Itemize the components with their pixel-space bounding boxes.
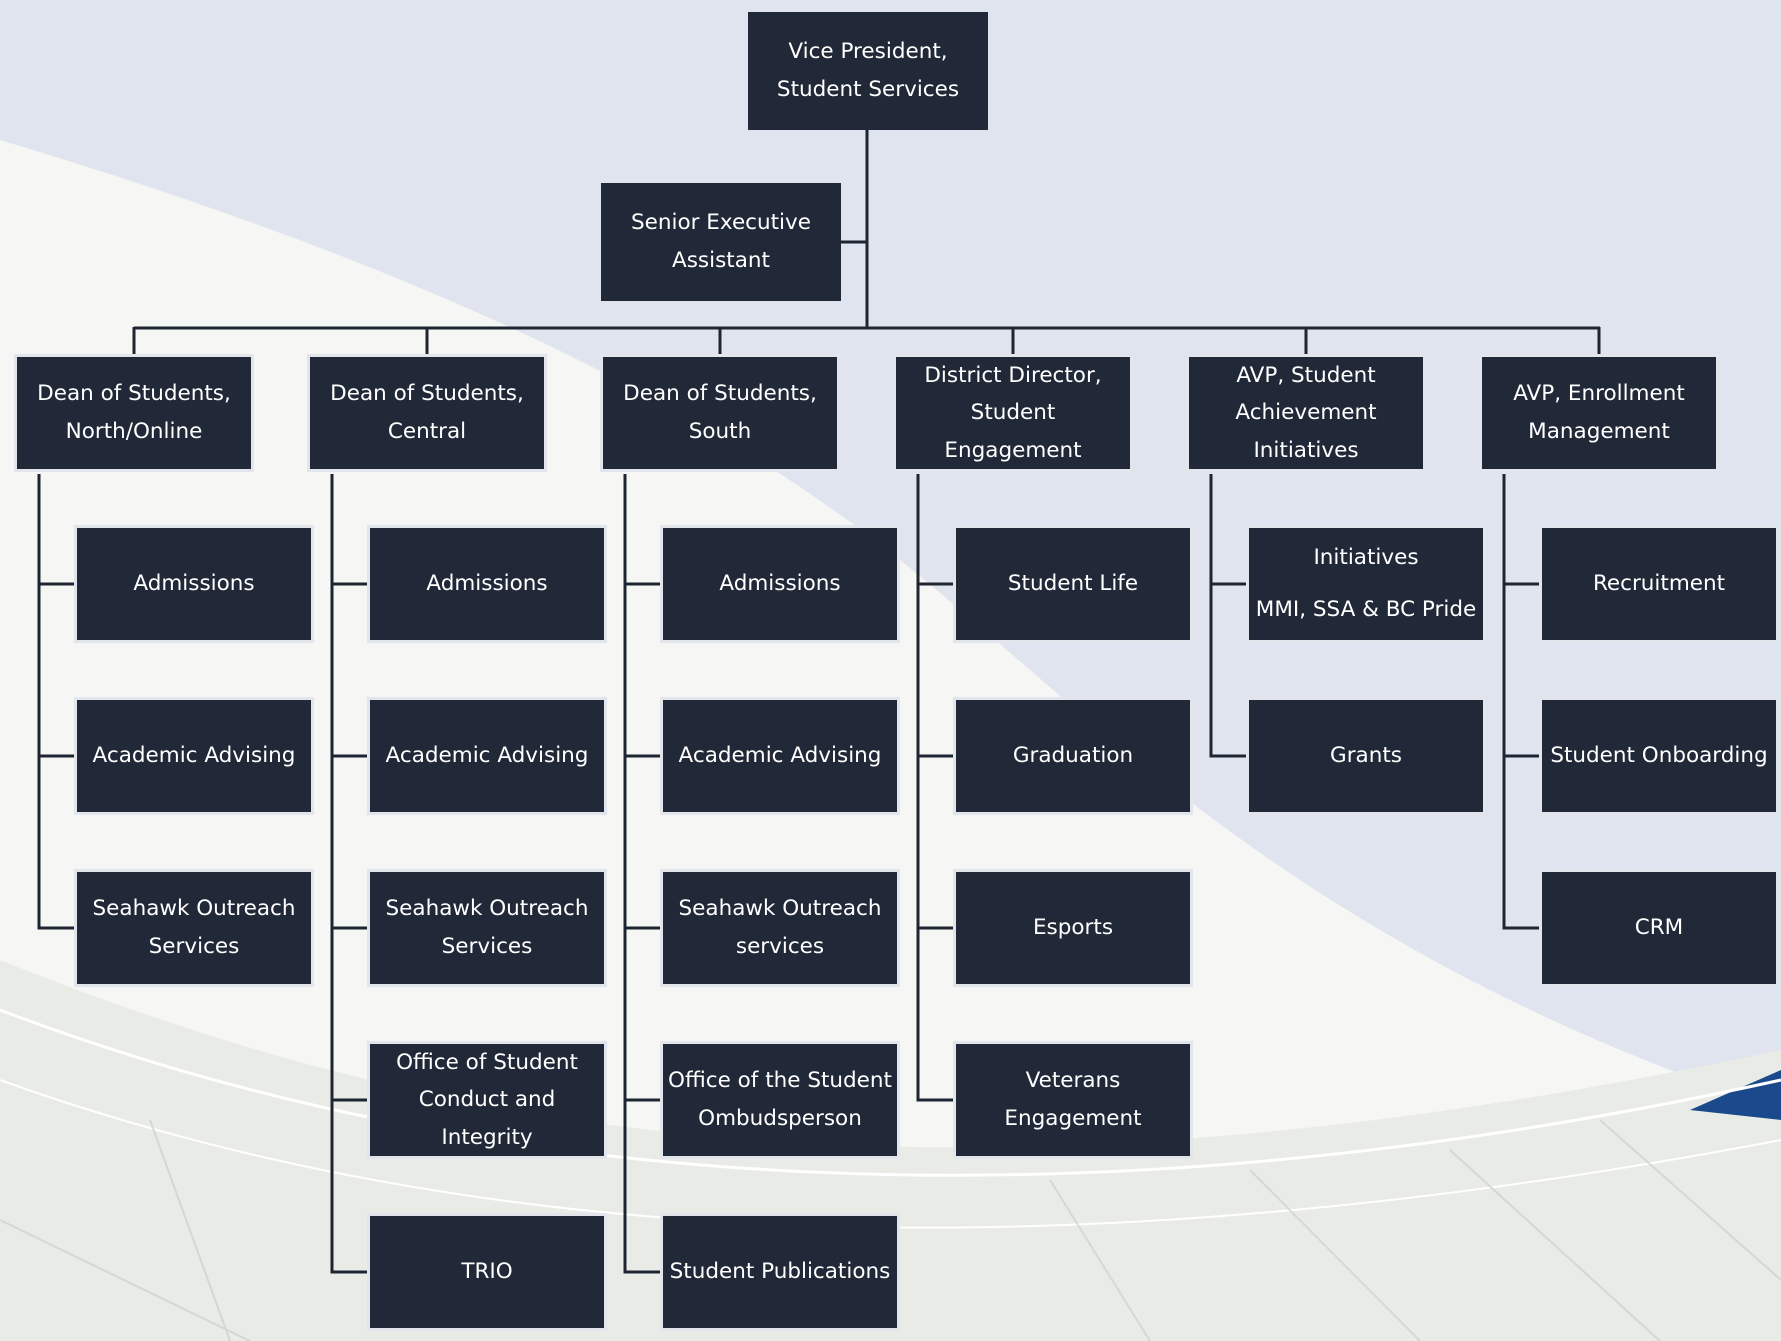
node-avp-enrollment-management-student-onboarding: Student Onboarding	[1539, 697, 1779, 815]
node-dean-of-students-south-office-of-the-student-ombudsperson-label: Office of the Student Ombudsperson	[668, 1068, 892, 1131]
node-district-director-student-engagement-esports-label: Esports	[1032, 915, 1114, 941]
node-avp-student-achievement-initiatives-initiatives-mmi-ssa-bc-pride-label: Initiatives MMI, SSA & BC Pride	[1255, 545, 1477, 622]
node-dean-of-students-south-seahawk-outreach-services-label: Seahawk Outreach services	[678, 896, 882, 959]
node-dean-of-students-central-trio-label: TRIO	[461, 1259, 513, 1285]
node-dean-of-students-north-online-admissions: Admissions	[74, 525, 314, 643]
node-avp-enrollment-management-label: AVP, Enrollment Management	[1513, 381, 1685, 444]
node-avp-enrollment-management-crm: CRM	[1539, 869, 1779, 987]
node-dean-of-students-south-label: Dean of Students, South	[623, 381, 817, 444]
node-dean-of-students-central-academic-advising: Academic Advising	[367, 697, 607, 815]
node-dean-of-students-north-online-admissions-label: Admissions	[133, 571, 255, 597]
node-avp-enrollment-management-recruitment-label: Recruitment	[1592, 571, 1726, 597]
node-dean-of-students-north-online-label: Dean of Students, North/Online	[37, 381, 231, 444]
node-dean-of-students-south-academic-advising-label: Academic Advising	[678, 743, 882, 769]
node-avp-enrollment-management-recruitment: Recruitment	[1539, 525, 1779, 643]
node-dean-of-students-south-student-publications: Student Publications	[660, 1213, 900, 1331]
node-dean-of-students-central-seahawk-outreach-services: Seahawk Outreach Services	[367, 869, 607, 987]
node-dean-of-students-south-admissions: Admissions	[660, 525, 900, 643]
node-dean-of-students-central-admissions: Admissions	[367, 525, 607, 643]
node-dean-of-students-south-admissions-label: Admissions	[719, 571, 841, 597]
node-dean-of-students-central-label: Dean of Students, Central	[330, 381, 524, 444]
node-district-director-student-engagement-student-life: Student Life	[953, 525, 1193, 643]
node-avp-enrollment-management-student-onboarding-label: Student Onboarding	[1550, 743, 1768, 769]
node-avp-enrollment-management: AVP, Enrollment Management	[1479, 354, 1719, 472]
node-dean-of-students-north-online: Dean of Students, North/Online	[14, 354, 254, 472]
node-district-director-student-engagement: District Director, Student Engagement	[893, 354, 1133, 472]
node-dean-of-students-south-academic-advising: Academic Advising	[660, 697, 900, 815]
node-dean-of-students-south-office-of-the-student-ombudsperson: Office of the Student Ombudsperson	[660, 1041, 900, 1159]
node-dean-of-students-north-online-academic-advising-label: Academic Advising	[92, 743, 296, 769]
node-avp-student-achievement-initiatives-label: AVP, Student Achievement Initiatives	[1235, 362, 1377, 463]
node-avp-student-achievement-initiatives-grants: Grants	[1246, 697, 1486, 815]
node-district-director-student-engagement-veterans-engagement-label: Veterans Engagement	[1004, 1068, 1142, 1131]
node-district-director-student-engagement-graduation: Graduation	[953, 697, 1193, 815]
node-avp-student-achievement-initiatives-grants-label: Grants	[1330, 743, 1402, 769]
node-avp-student-achievement-initiatives: AVP, Student Achievement Initiatives	[1186, 354, 1426, 472]
node-vice-president-label: Vice President, Student Services	[776, 39, 960, 102]
node-dean-of-students-south-seahawk-outreach-services: Seahawk Outreach services	[660, 869, 900, 987]
node-dean-of-students-south-student-publications-label: Student Publications	[669, 1259, 891, 1285]
node-dean-of-students-north-online-seahawk-outreach-services: Seahawk Outreach Services	[74, 869, 314, 987]
node-district-director-student-engagement-esports: Esports	[953, 869, 1193, 987]
node-dean-of-students-north-online-seahawk-outreach-services-label: Seahawk Outreach Services	[92, 896, 296, 959]
node-district-director-student-engagement-graduation-label: Graduation	[1012, 743, 1134, 769]
node-district-director-student-engagement-student-life-label: Student Life	[1007, 571, 1139, 597]
node-district-director-student-engagement-veterans-engagement: Veterans Engagement	[953, 1041, 1193, 1159]
node-vice-president: Vice President, Student Services	[748, 12, 988, 130]
node-dean-of-students-central-seahawk-outreach-services-label: Seahawk Outreach Services	[385, 896, 589, 959]
node-dean-of-students-central-office-of-student-conduct-and-integrity: Office of Student Conduct and Integrity	[367, 1041, 607, 1159]
node-avp-student-achievement-initiatives-initiatives-mmi-ssa-bc-pride: Initiatives MMI, SSA & BC Pride	[1246, 525, 1486, 643]
node-dean-of-students-north-online-academic-advising: Academic Advising	[74, 697, 314, 815]
node-avp-enrollment-management-crm-label: CRM	[1634, 915, 1684, 941]
node-senior-executive-assistant: Senior Executive Assistant	[601, 183, 841, 301]
node-dean-of-students-central-admissions-label: Admissions	[426, 571, 548, 597]
node-assistant-label: Senior Executive Assistant	[631, 210, 811, 273]
node-dean-of-students-south: Dean of Students, South	[600, 354, 840, 472]
node-dean-of-students-central-academic-advising-label: Academic Advising	[385, 743, 589, 769]
node-dean-of-students-central: Dean of Students, Central	[307, 354, 547, 472]
node-dean-of-students-central-trio: TRIO	[367, 1213, 607, 1331]
node-dean-of-students-central-office-of-student-conduct-and-integrity-label: Office of Student Conduct and Integrity	[396, 1049, 578, 1150]
node-district-director-student-engagement-label: District Director, Student Engagement	[924, 362, 1102, 463]
